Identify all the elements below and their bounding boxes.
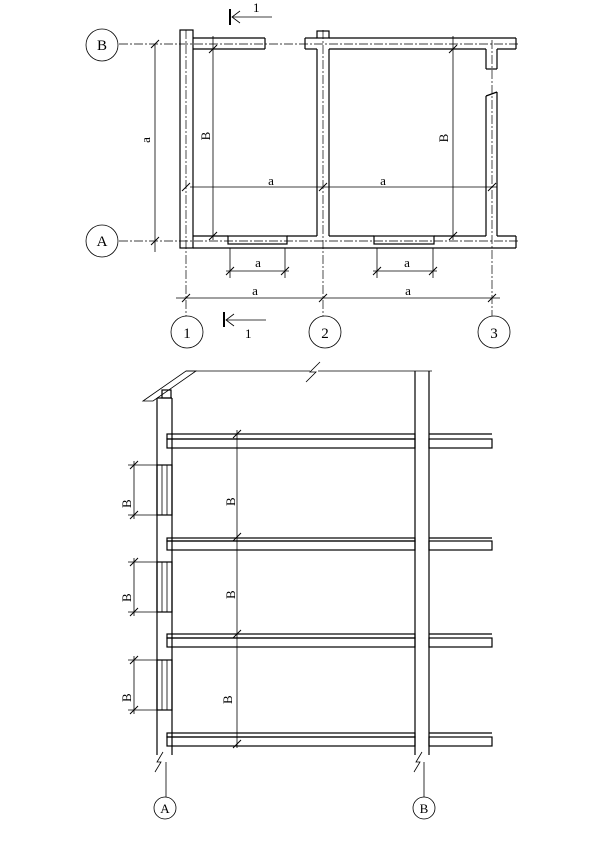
axis-bubble-1: 1 [170,315,204,349]
section-axis-bubble-A: A [153,796,177,820]
plan-walls [179,29,517,249]
dim-label-floor-height-1: B [223,497,238,506]
svg-text:A: A [160,801,170,816]
dim-label-room-left: B [198,131,213,140]
dim-label-window-2: a [404,255,410,270]
svg-text:3: 3 [490,326,498,342]
dim-label-depth: a [138,137,153,143]
dim-label-inner-span-1: a [268,173,274,188]
axis-bubble-A: A [85,224,119,258]
plan-axis-lines [119,30,518,316]
svg-text:B: B [420,801,429,816]
section-windows [156,464,173,711]
dim-room-left-B: B [198,36,218,241]
axis-bubble-2: 2 [308,315,342,349]
dim-label-window-height-1: B [119,499,134,508]
dim-label-window-1: a [255,255,261,270]
dim-label-bay-2: a [405,283,411,298]
axis-bubble-3: 3 [477,315,511,349]
section-mark-bottom: 1 [245,326,252,341]
section-slabs [166,433,493,747]
section-axis-bubble-B: B [412,796,436,820]
building-section: B B B B B B A [119,361,493,820]
dim-label-window-height-2: B [119,593,134,602]
dim-label-room-right: B [436,133,451,142]
dim-label-window-height-3: B [119,693,134,702]
dim-label-bay-1: a [252,283,258,298]
dim-bays: a a [176,283,500,303]
svg-text:A: A [97,234,108,250]
dim-room-right-B: B [436,36,458,241]
floor-plan: 1 1 a B B [85,0,518,349]
section-roof [141,361,432,402]
svg-text:2: 2 [321,326,329,342]
dim-vertical-a: a [138,39,160,252]
dim-label-inner-span-2: a [380,173,386,188]
section-wall-right [413,371,430,797]
dim-window-heights: B B B [119,460,157,715]
svg-text:B: B [97,38,107,54]
section-mark-top: 1 [253,0,260,15]
section-cut-bottom: 1 [223,312,266,341]
section-cut-top: 1 [229,0,272,25]
dim-windows: a a [225,248,438,278]
dim-label-floor-height-3: B [220,695,235,704]
axis-bubble-B: B [85,28,119,62]
dim-label-floor-height-2: B [223,590,238,599]
dim-inner-horizontal: a a [181,173,497,192]
svg-text:1: 1 [183,326,191,342]
dim-floor-heights: B B B [220,429,242,749]
